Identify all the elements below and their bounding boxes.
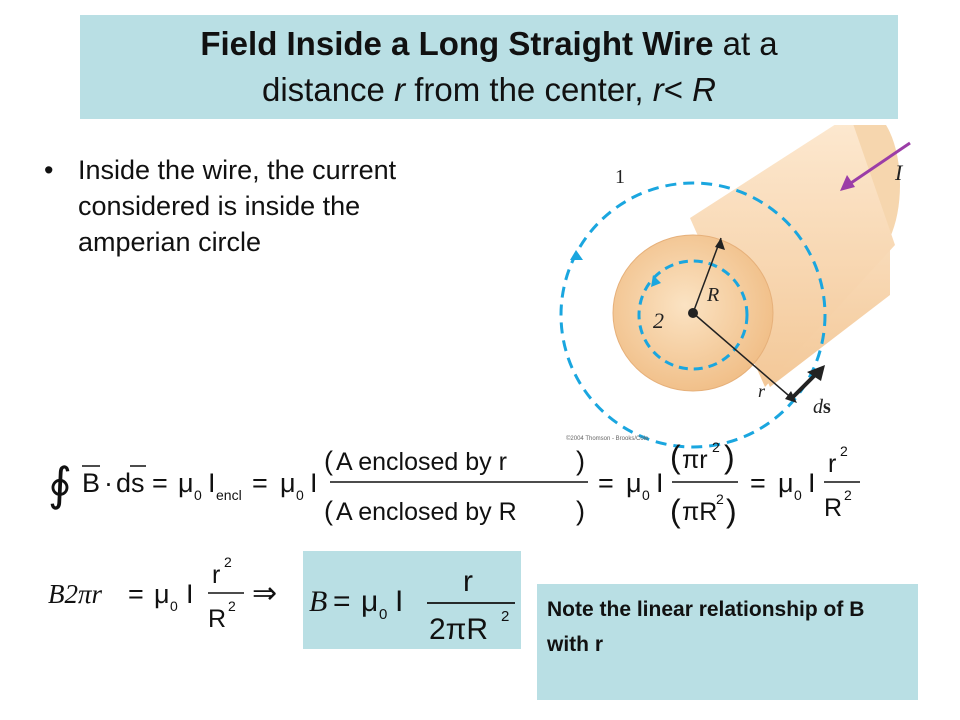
radius-r-arrowhead bbox=[785, 391, 797, 403]
eq2-lhs: B2πr bbox=[48, 579, 103, 609]
eq2-eq: = bbox=[128, 579, 144, 609]
eq2-r-num-sup: 2 bbox=[224, 554, 232, 570]
eq1-integral: ∮ bbox=[48, 458, 72, 510]
loop-1-arrow bbox=[570, 250, 583, 260]
label-R: R bbox=[706, 284, 719, 306]
eq1-R-den-sup: 2 bbox=[844, 487, 852, 503]
svg-text:(: ( bbox=[324, 446, 333, 476]
slide-title: Field Inside a Long Straight Wire at a d… bbox=[80, 15, 898, 119]
eq2-I: I bbox=[186, 579, 194, 609]
eq2-mu-sub: 0 bbox=[170, 598, 178, 614]
eq1-area-denominator: A enclosed by R bbox=[336, 498, 517, 526]
eq1-pi-num-sup: 2 bbox=[712, 439, 720, 455]
result-den-sup: 2 bbox=[501, 608, 509, 625]
eq1-I3: I bbox=[656, 468, 664, 498]
svg-text:): ) bbox=[726, 493, 737, 529]
eq1-mu4-sub: 0 bbox=[794, 487, 802, 503]
eq2-R-den: R bbox=[208, 605, 226, 633]
eq1-I-encl-sub: encl bbox=[216, 487, 242, 503]
eq1-mu1-sub: 0 bbox=[194, 487, 202, 503]
result-numerator: r bbox=[463, 565, 473, 598]
note-text: Note the linear relationship of B with r bbox=[547, 598, 865, 656]
result-mu: μ bbox=[361, 585, 378, 618]
label-1: 1 bbox=[615, 166, 625, 188]
title-text-3: from the center, bbox=[405, 71, 653, 108]
amperes-law-equation: ∮ B · ds = μ 0 I encl = μ 0 I ( A enclos… bbox=[48, 439, 860, 529]
bullet-glyph: • bbox=[44, 155, 54, 185]
result-denominator: 2πR bbox=[429, 613, 488, 646]
svg-text:): ) bbox=[576, 496, 585, 526]
eq1-pi-numerator: πr bbox=[682, 446, 708, 474]
eq2-R-den-sup: 2 bbox=[228, 598, 236, 614]
label-r: r bbox=[758, 381, 766, 401]
title-var-r2: r bbox=[652, 71, 664, 108]
result-B: B bbox=[309, 585, 327, 618]
ds-arrow bbox=[791, 371, 819, 399]
result-equation-box: B = μ 0 I r 2πR 2 bbox=[303, 551, 521, 649]
loop-2-arrow bbox=[651, 275, 661, 287]
result-equation: B = μ 0 I r 2πR 2 bbox=[309, 565, 515, 646]
eq1-mu3-sub: 0 bbox=[642, 487, 650, 503]
label-2: 2 bbox=[653, 308, 664, 333]
radius-R-arrowhead bbox=[715, 238, 725, 250]
title-bold: Field Inside a Long Straight Wire bbox=[200, 25, 714, 62]
svg-text:): ) bbox=[724, 439, 735, 475]
eq1-B: B bbox=[82, 468, 100, 498]
svg-text:(: ( bbox=[324, 496, 333, 526]
copyright-text: ©2004 Thomson - Brooks/Cole bbox=[566, 436, 649, 442]
label-ds: ds bbox=[813, 396, 831, 418]
eq1-I4: I bbox=[808, 468, 816, 498]
current-arrowhead bbox=[840, 175, 855, 191]
wire-diagram: 1 2 R r I ds bbox=[559, 125, 911, 449]
result-eq: = bbox=[333, 585, 351, 618]
eq1-mu3: μ bbox=[626, 468, 642, 498]
eq1-R-den: R bbox=[824, 494, 842, 522]
eq1-ds: ds bbox=[116, 468, 145, 498]
eq1-mu1: μ bbox=[178, 468, 194, 498]
eq1-mu2: μ bbox=[280, 468, 296, 498]
eq2-r-num: r bbox=[212, 561, 220, 589]
eq1-eq4: = bbox=[750, 468, 766, 498]
amperian-loop-2 bbox=[637, 259, 749, 371]
eq2-implies: ⇒ bbox=[252, 577, 277, 610]
eq1-area-numerator: A enclosed by r bbox=[336, 448, 507, 476]
svg-text:): ) bbox=[576, 446, 585, 476]
eq1-eq3: = bbox=[598, 468, 614, 498]
radius-R-line bbox=[692, 237, 722, 314]
eq1-r-num-sup: 2 bbox=[840, 443, 848, 459]
eq1-I2: I bbox=[310, 468, 318, 498]
eq1-eq1: = bbox=[152, 468, 168, 498]
title-text-4: < bbox=[663, 71, 693, 108]
center-dot bbox=[688, 308, 698, 318]
result-mu-sub: 0 bbox=[379, 606, 387, 623]
b-field-equation: B2πr = μ 0 I r 2 R 2 ⇒ bbox=[48, 554, 277, 633]
title-var-R: R bbox=[692, 71, 716, 108]
eq1-mu4: μ bbox=[778, 468, 794, 498]
svg-text:(: ( bbox=[670, 493, 681, 529]
title-var-r: r bbox=[394, 71, 406, 108]
label-I: I bbox=[894, 160, 904, 185]
title-text-2: distance bbox=[261, 71, 395, 108]
eq2-mu: μ bbox=[154, 579, 170, 609]
eq1-pi-den-sup: 2 bbox=[716, 491, 724, 507]
eq1-mu2-sub: 0 bbox=[296, 487, 304, 503]
eq1-dot: · bbox=[104, 468, 113, 498]
result-I: I bbox=[395, 585, 403, 618]
bullet-text: Inside the wire, the current considered … bbox=[78, 155, 397, 257]
eq1-r-num: r bbox=[828, 450, 836, 478]
note-box: Note the linear relationship of B with r bbox=[537, 584, 918, 700]
svg-text:(: ( bbox=[670, 439, 681, 475]
eq1-pi-denominator: πR bbox=[682, 498, 717, 526]
eq1-eq2: = bbox=[252, 468, 268, 498]
ds-arrowhead bbox=[807, 365, 825, 381]
title-text-1: at a bbox=[713, 25, 778, 62]
current-arrow bbox=[847, 141, 911, 187]
radius-r-line bbox=[692, 312, 796, 402]
amperian-loop-1 bbox=[559, 181, 827, 449]
eq1-I1: I bbox=[208, 468, 216, 498]
